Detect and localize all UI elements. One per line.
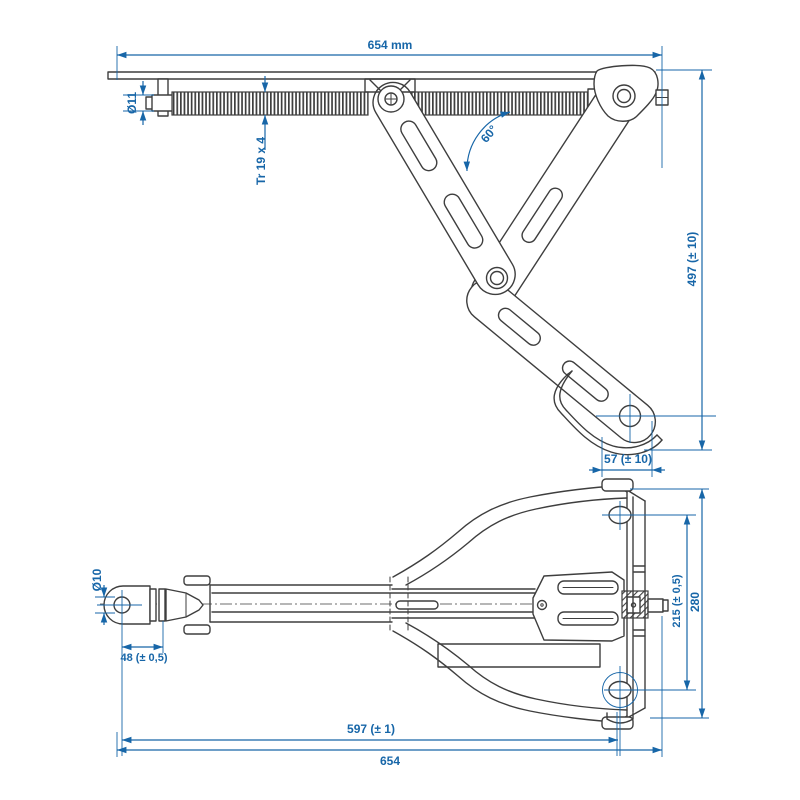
tube-tab-top xyxy=(183,575,211,586)
outer-tube xyxy=(209,584,536,623)
drive-shaft xyxy=(647,598,664,613)
tube-slot xyxy=(395,600,439,610)
dim-foot-offset-label: 57 (± 10) xyxy=(604,452,652,466)
gearbox-screw xyxy=(536,599,548,611)
label-plate xyxy=(437,643,601,668)
threaded-spindle-right xyxy=(411,91,589,116)
joint-ring-1 xyxy=(149,588,157,622)
leg-plan-upper xyxy=(392,485,628,586)
dim-spindle-diameter-label: Ø11 xyxy=(125,92,139,114)
dim-crank-pin-offset-label: 48 (± 0,5) xyxy=(120,652,167,664)
dim-leg-angle-label: 60° xyxy=(478,122,501,145)
universal-joint xyxy=(165,588,204,622)
dim-overall-width-label: 654 mm xyxy=(368,38,413,52)
dim-overall-length-label: 654 xyxy=(380,754,400,768)
joint-ring-2 xyxy=(158,588,166,622)
mounting-plate xyxy=(626,489,646,719)
plan-view-drawing xyxy=(100,478,669,730)
dim-extended-height-label: 497 (± 10) xyxy=(685,232,699,287)
dim-length-to-foot-label: 597 (± 1) xyxy=(347,722,395,736)
lift-arm xyxy=(372,81,516,296)
plan-view-dimensions: Ø10 48 (± 0,5) 215 (± 0,5) 280 597 (± 1)… xyxy=(90,488,709,768)
plate-lug-top xyxy=(601,478,634,492)
threaded-spindle-left xyxy=(171,91,369,116)
spindle-shaft xyxy=(151,94,175,112)
foot-pad xyxy=(553,370,663,456)
dim-crank-hole-diameter-label: Ø10 xyxy=(90,568,104,591)
dim-mounting-hole-spacing-label: 215 (± 0,5) xyxy=(671,574,683,627)
tube-tab-bottom xyxy=(183,624,211,635)
dim-mounting-plate-height-label: 280 xyxy=(688,592,702,612)
side-view-drawing xyxy=(107,64,669,456)
support-leg-lower xyxy=(466,278,657,444)
top-mounting-plate xyxy=(107,71,656,80)
dim-thread-spec-label: Tr 19 x 4 xyxy=(254,137,268,185)
side-view-dimensions: 654 mm Ø11 Tr 19 x 4 60° 497 (± 10) 57 (… xyxy=(116,38,716,477)
drive-shaft-end xyxy=(662,599,669,612)
